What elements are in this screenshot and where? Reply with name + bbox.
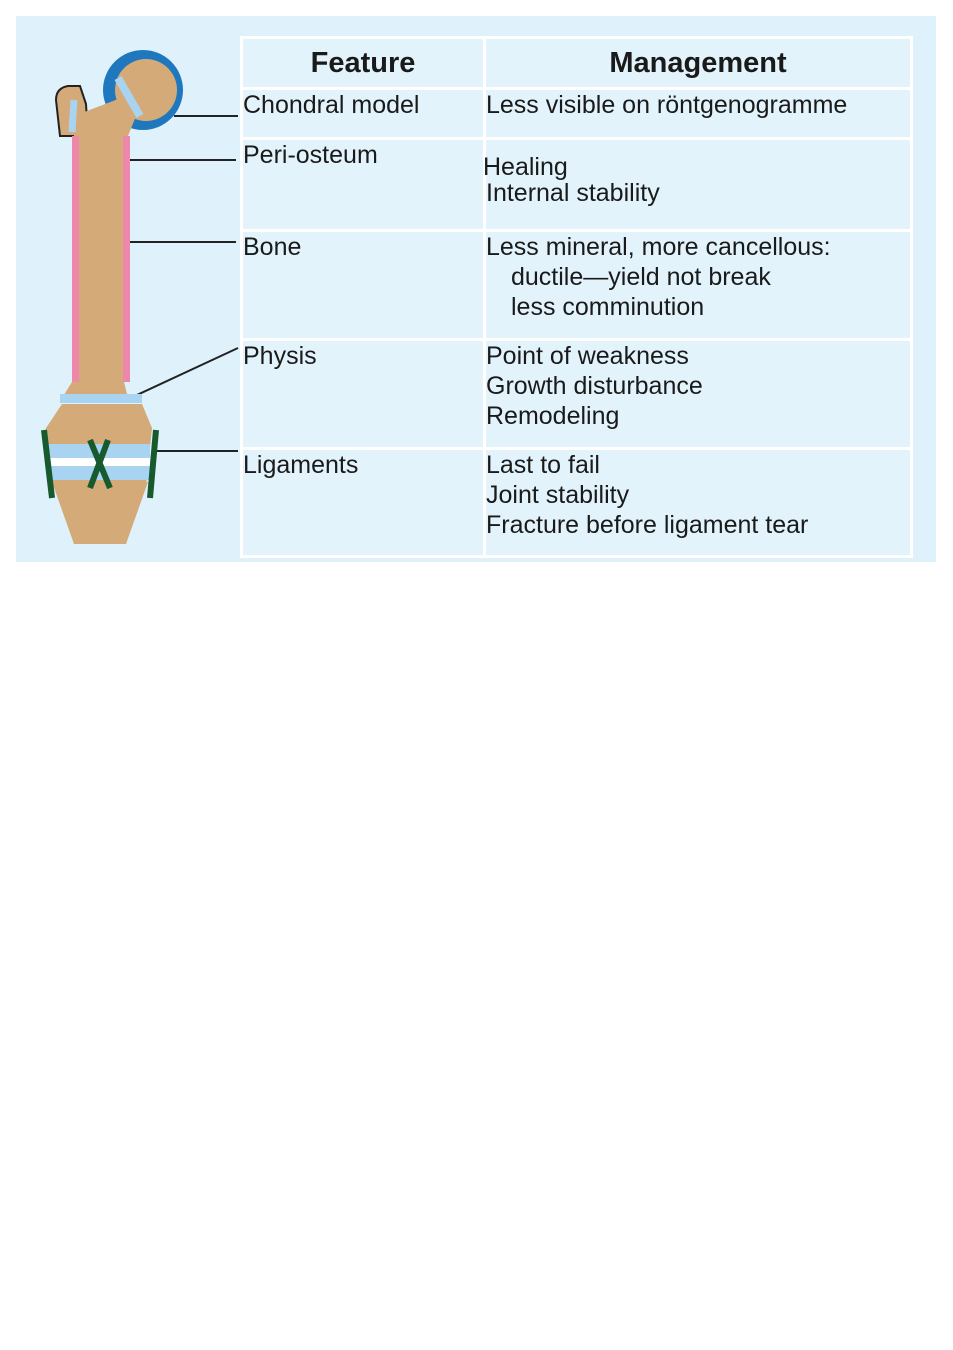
management-line: Fracture before ligament tear xyxy=(486,511,809,539)
periosteum-left xyxy=(72,136,79,382)
tibia xyxy=(52,482,148,544)
physis-distal xyxy=(60,394,142,403)
table-row: Chondral model Less visible on röntgenog… xyxy=(240,87,913,140)
joint-space-lower xyxy=(48,466,150,480)
header-management: Management xyxy=(483,36,913,90)
bone-shaft xyxy=(74,134,126,382)
management-cell: Less mineral, more cancellous: ductile—y… xyxy=(483,229,913,341)
joint-space-upper xyxy=(48,444,150,458)
ligament-right xyxy=(147,429,159,499)
management-line: Healing xyxy=(483,153,568,181)
management-line: Less visible on röntgenogramme xyxy=(486,91,848,119)
ligament-left xyxy=(41,429,55,499)
table-row: Physis Point of weakness Growth disturba… xyxy=(240,338,913,450)
physis-trochanter xyxy=(68,99,78,133)
management-line: Internal stability xyxy=(486,179,660,207)
management-cell: Less visible on röntgenogramme xyxy=(483,87,913,140)
management-line: ductile—yield not break xyxy=(511,263,771,291)
management-line: less comminution xyxy=(511,293,705,321)
feature-cell: Chondral model xyxy=(240,87,486,140)
diagram-panel: Feature Management Chondral model Less v… xyxy=(16,16,936,562)
management-cell: Point of weakness Growth disturbance Rem… xyxy=(483,338,913,450)
ligament-cross-b xyxy=(87,438,111,490)
table-row: Bone Less mineral, more cancellous: duct… xyxy=(240,229,913,341)
management-line: Less mineral, more cancellous: xyxy=(486,233,831,261)
feature-cell: Ligaments xyxy=(240,447,486,558)
feature-management-table: Feature Management Chondral model Less v… xyxy=(240,36,913,558)
management-cell: Last to fail Joint stability Fracture be… xyxy=(483,447,913,558)
table-row: Ligaments Last to fail Joint stability F… xyxy=(240,447,913,558)
feature-cell: Physis xyxy=(240,338,486,450)
header-feature: Feature xyxy=(240,36,486,90)
feature-cell: Bone xyxy=(240,229,486,341)
management-cell: Healing Internal stability xyxy=(483,137,913,232)
management-line: Growth disturbance xyxy=(486,372,703,400)
feature-cell: Peri-osteum xyxy=(240,137,486,232)
immature-long-bone-illustration xyxy=(41,50,239,544)
physis-head xyxy=(114,75,144,119)
management-line: Last to fail xyxy=(486,451,600,479)
table-row: Peri-osteum Healing Internal stability xyxy=(240,137,913,232)
management-line: Point of weakness xyxy=(486,342,689,370)
management-line: Remodeling xyxy=(486,402,620,430)
leader-line-physis xyxy=(123,347,239,402)
management-line: Joint stability xyxy=(486,481,630,509)
periosteum-right xyxy=(123,136,130,382)
